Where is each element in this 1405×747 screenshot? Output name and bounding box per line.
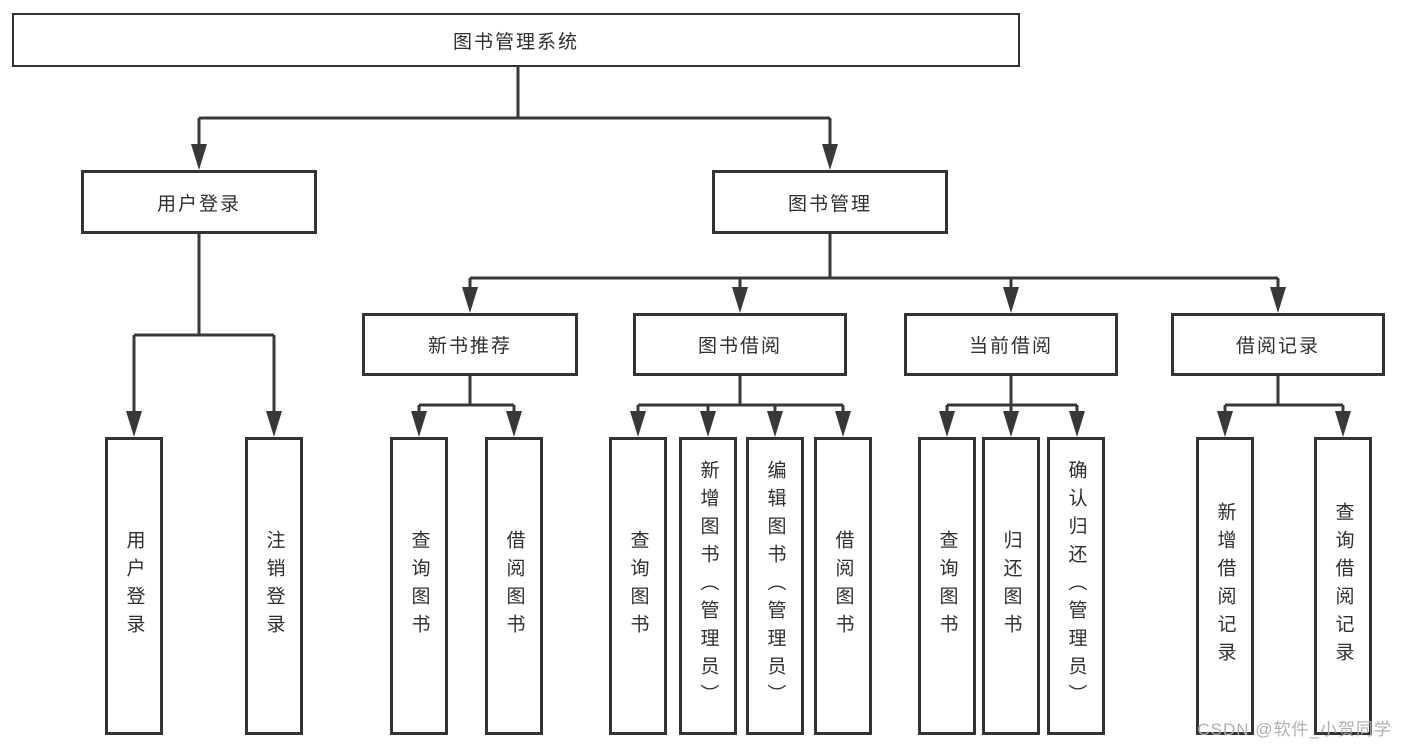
leaf-query-borrow-record-label: 查询借阅记录 [1332, 502, 1354, 670]
node-new-book-recommendation: 新书推荐 [362, 313, 578, 376]
leaf-query-borrow-record: 查询借阅记录 [1314, 437, 1372, 735]
leaf-return-books: 归还图书 [982, 437, 1040, 735]
node-root: 图书管理系统 [12, 13, 1020, 67]
leaf-borrow-books-borrowing-label: 借阅图书 [832, 530, 854, 642]
leaf-borrow-books-recommend: 借阅图书 [485, 437, 543, 735]
leaf-borrow-books-recommend-label: 借阅图书 [503, 530, 525, 642]
node-user-login: 用户登录 [81, 170, 317, 234]
leaf-query-books-current-label: 查询图书 [936, 530, 958, 642]
leaf-logout-label: 注销登录 [263, 530, 285, 642]
node-current-borrowing: 当前借阅 [904, 313, 1118, 376]
leaf-edit-book-admin: 编辑图书（管理员） [746, 437, 804, 735]
node-borrowing-records: 借阅记录 [1171, 313, 1385, 376]
leaf-add-book-admin-label: 新增图书（管理员） [697, 460, 719, 712]
leaf-user-login-label: 用户登录 [123, 530, 145, 642]
leaf-add-borrow-record: 新增借阅记录 [1196, 437, 1254, 735]
watermark: CSDN @软件_小贺同学 [1197, 720, 1392, 739]
leaf-confirm-return-admin-label: 确认归还（管理员） [1065, 460, 1087, 712]
node-book-management: 图书管理 [712, 170, 948, 234]
node-book-borrowing: 图书借阅 [633, 313, 847, 376]
leaf-query-books-recommend: 查询图书 [390, 437, 448, 735]
leaf-query-books-borrowing-label: 查询图书 [627, 530, 649, 642]
leaf-query-books-borrowing: 查询图书 [609, 437, 667, 735]
leaf-query-books-current: 查询图书 [918, 437, 976, 735]
leaf-add-borrow-record-label: 新增借阅记录 [1214, 502, 1236, 670]
leaf-borrow-books-borrowing: 借阅图书 [814, 437, 872, 735]
leaf-logout: 注销登录 [245, 437, 303, 735]
leaf-return-books-label: 归还图书 [1000, 530, 1022, 642]
leaf-query-books-recommend-label: 查询图书 [408, 530, 430, 642]
leaf-user-login: 用户登录 [105, 437, 163, 735]
leaf-confirm-return-admin: 确认归还（管理员） [1047, 437, 1105, 735]
leaf-edit-book-admin-label: 编辑图书（管理员） [764, 460, 786, 712]
leaf-add-book-admin: 新增图书（管理员） [679, 437, 737, 735]
